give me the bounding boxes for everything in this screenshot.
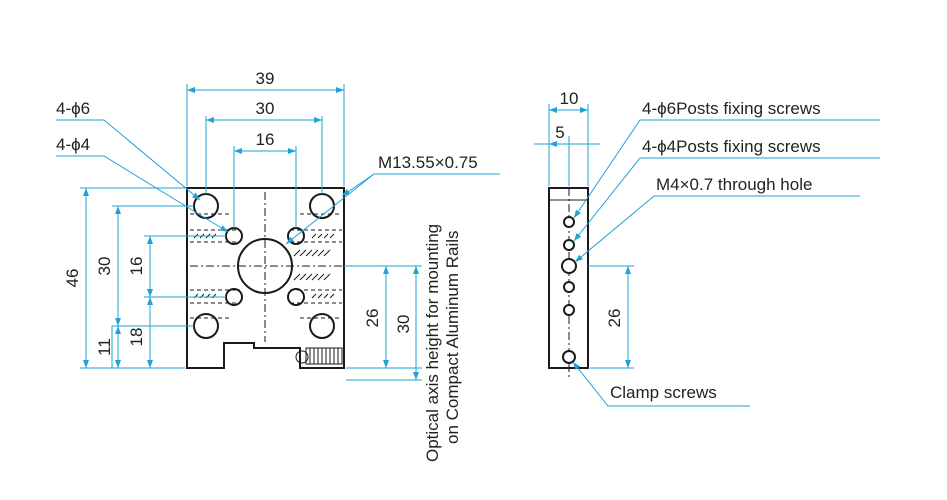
clamp-block [305, 347, 343, 365]
dim-h30: 30 [394, 315, 413, 334]
dim-v11: 11 [95, 338, 114, 356]
hidden-thread-lines [190, 213, 342, 319]
thread-hatching [193, 233, 335, 299]
clamp-screw-head [295, 350, 309, 364]
side-leaders [572, 119, 880, 407]
side-view: 10 5 26 4-ϕ6Posts fixing screws 4-ϕ4Post… [534, 89, 880, 407]
dim-h26: 26 [363, 309, 382, 328]
label-clamp: Clamp screws [610, 383, 717, 402]
side-post-phi6-2 [563, 281, 575, 293]
side-dim-lines [534, 104, 634, 369]
label-through-hole: M4×0.7 through hole [656, 175, 812, 194]
dim-v30: 30 [95, 257, 114, 276]
side-post-phi4-2 [563, 304, 575, 316]
side-through-hole [561, 258, 577, 274]
clamp-thread-lines [309, 348, 339, 364]
front-leaders [56, 119, 500, 245]
dim-v18: 18 [127, 328, 146, 347]
label-phi4: 4-ϕ4 [56, 135, 90, 154]
side-dim-10: 10 [560, 89, 579, 108]
optical-axis-label-2: on Compact Aluminum Rails [443, 230, 462, 444]
label-thread: M13.55×0.75 [378, 153, 478, 172]
label-phi4-posts: 4-ϕ4Posts fixing screws [642, 137, 821, 156]
optical-axis-label-1: Optical axis height for mounting [423, 224, 442, 462]
side-post-phi6-1 [563, 239, 575, 251]
side-post-phi4-1 [563, 216, 575, 228]
dim-hole-pitch-16: 16 [256, 130, 275, 149]
phi6-hole-br [309, 313, 335, 339]
label-phi6-posts: 4-ϕ6Posts fixing screws [642, 99, 821, 118]
dim-overall-height: 46 [63, 269, 82, 288]
dim-lines-right [344, 265, 422, 381]
front-view: 39 30 16 46 30 16 11 18 [56, 69, 500, 462]
phi4-hole-br [287, 288, 305, 306]
dim-v16: 16 [127, 257, 146, 276]
side-clamp-screw [562, 350, 576, 364]
dim-lines-left [80, 187, 226, 369]
label-phi6: 4-ϕ6 [56, 99, 90, 118]
side-dim-5: 5 [555, 123, 564, 142]
dim-overall-width: 39 [256, 69, 275, 88]
side-dim-26: 26 [605, 309, 624, 328]
dim-lines-top [186, 84, 345, 228]
dim-hole-pitch-30: 30 [256, 99, 275, 118]
